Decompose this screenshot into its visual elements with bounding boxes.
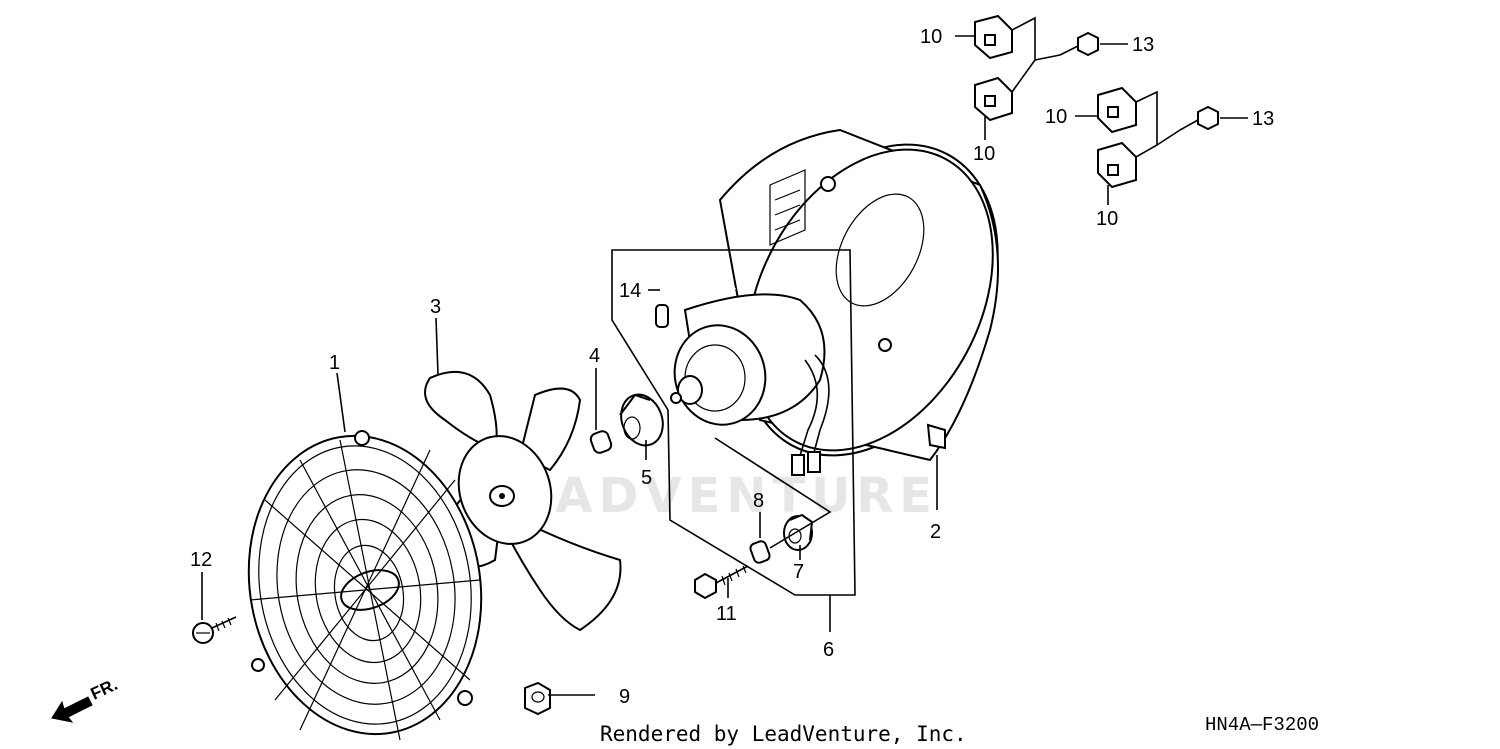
clip-10-a — [974, 14, 1013, 60]
collar-8 — [749, 540, 771, 564]
fan-blade — [424, 370, 622, 632]
callout-13-a: 13 — [1132, 34, 1154, 56]
front-direction-arrow: FR. — [51, 675, 121, 723]
callout-6: 6 — [823, 639, 834, 661]
callout-8: 8 — [753, 490, 764, 512]
breather-tube — [655, 262, 736, 328]
credit-text: Rendered by LeadVenture, Inc. — [600, 722, 967, 746]
clip-10-b — [974, 76, 1013, 122]
callout-2: 2 — [930, 521, 941, 543]
callout-10-a: 10 — [920, 26, 942, 48]
collar-5 — [619, 393, 664, 447]
bolt-11 — [694, 565, 749, 600]
callout-5: 5 — [641, 467, 652, 489]
direction-label: FR. — [88, 675, 121, 704]
callout-11: 11 — [716, 603, 737, 625]
callout-14: 14 — [619, 280, 641, 302]
clip-10-d — [1097, 141, 1137, 189]
callout-12: 12 — [190, 549, 212, 571]
screw-12 — [192, 616, 237, 644]
callout-10-b: 10 — [973, 143, 995, 165]
diagram-code: HN4A—F3200 — [1205, 714, 1319, 736]
callout-9: 9 — [619, 686, 630, 708]
callout-7: 7 — [793, 561, 804, 583]
fan-guard — [247, 430, 483, 741]
bolt-13-a — [1059, 31, 1099, 57]
nut-9 — [524, 681, 551, 716]
callout-10-d: 10 — [1096, 208, 1118, 230]
grommet-7 — [783, 513, 814, 551]
clip-10-c — [1097, 86, 1137, 134]
leader-lines — [201, 16, 1248, 696]
watermark: LEADVENTURE — [480, 468, 938, 524]
callout-3: 3 — [430, 296, 441, 318]
callout-4: 4 — [589, 345, 600, 367]
bolt-13-b — [1179, 105, 1219, 131]
callout-1: 1 — [329, 352, 340, 374]
fan-motor — [670, 293, 830, 476]
bushing-4 — [589, 430, 613, 454]
callout-10-c: 10 — [1045, 106, 1067, 128]
callout-13-b: 13 — [1252, 108, 1274, 130]
